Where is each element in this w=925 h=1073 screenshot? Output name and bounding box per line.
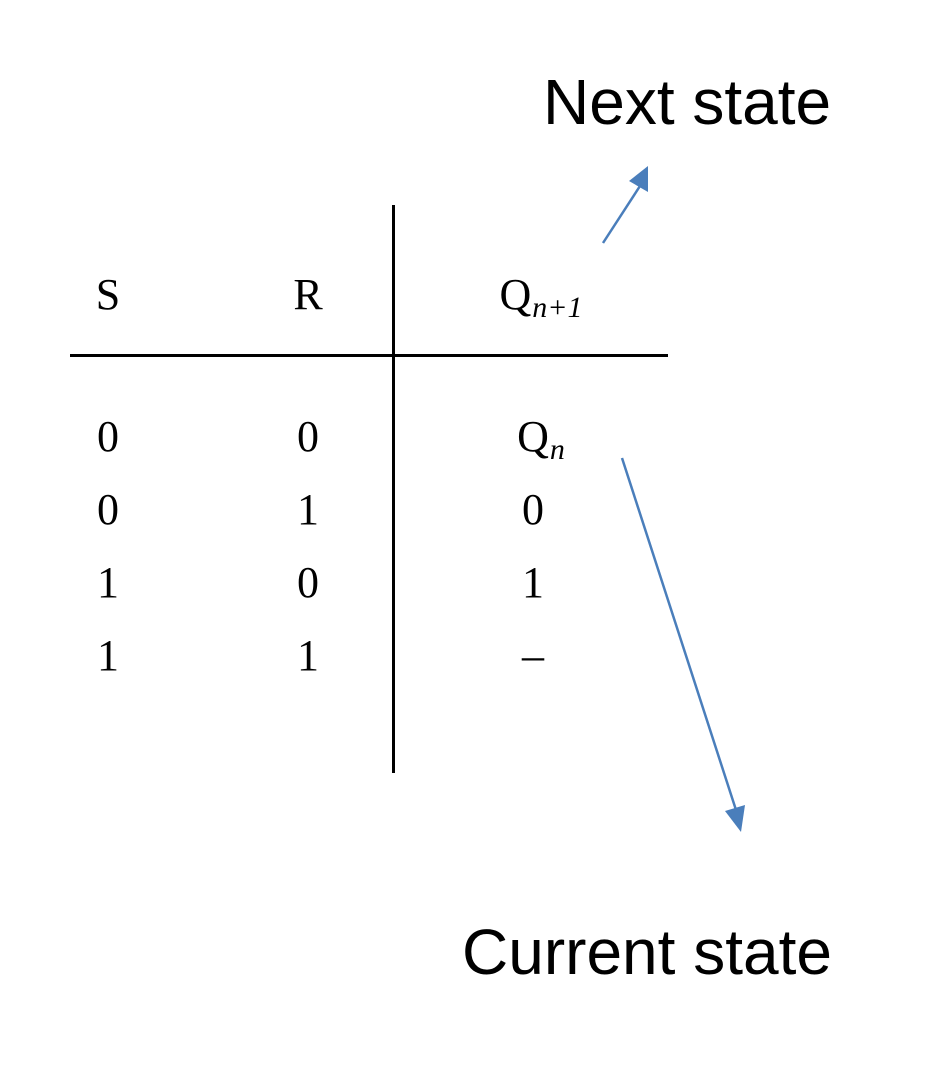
header-q-base: Q	[499, 270, 532, 319]
header-s: S	[95, 270, 121, 319]
table-row-1-r: 1	[297, 485, 319, 534]
next-state-arrow	[601, 166, 648, 244]
table-row-3-s: 1	[97, 631, 119, 680]
table-header-rule	[70, 354, 668, 357]
header-q-subscript: n+1	[532, 291, 583, 324]
table-row-2-s: 1	[97, 558, 119, 607]
table-row-0-q-base: Q	[517, 412, 549, 461]
table-row-2-q: 1	[522, 558, 544, 607]
current-state-label: Current state	[462, 916, 832, 988]
header-r: R	[293, 270, 323, 319]
table-row-1-s: 0	[97, 485, 119, 534]
table-row-2-r: 0	[297, 558, 319, 607]
table-row-0-s: 0	[97, 412, 119, 461]
table-vertical-rule	[392, 205, 395, 773]
header-q-next: Qn+1	[499, 270, 582, 323]
current-state-arrow	[620, 457, 745, 832]
table-row-0-q: Qn	[517, 412, 565, 465]
table-row-1-q: 0	[522, 485, 544, 534]
table-row-0-q-subscript: n	[549, 433, 565, 466]
table-row-0-r: 0	[297, 412, 319, 461]
next-state-label: Next state	[543, 66, 832, 138]
table-row-3-r: 1	[297, 631, 319, 680]
table-row-3-q: –	[522, 631, 544, 680]
